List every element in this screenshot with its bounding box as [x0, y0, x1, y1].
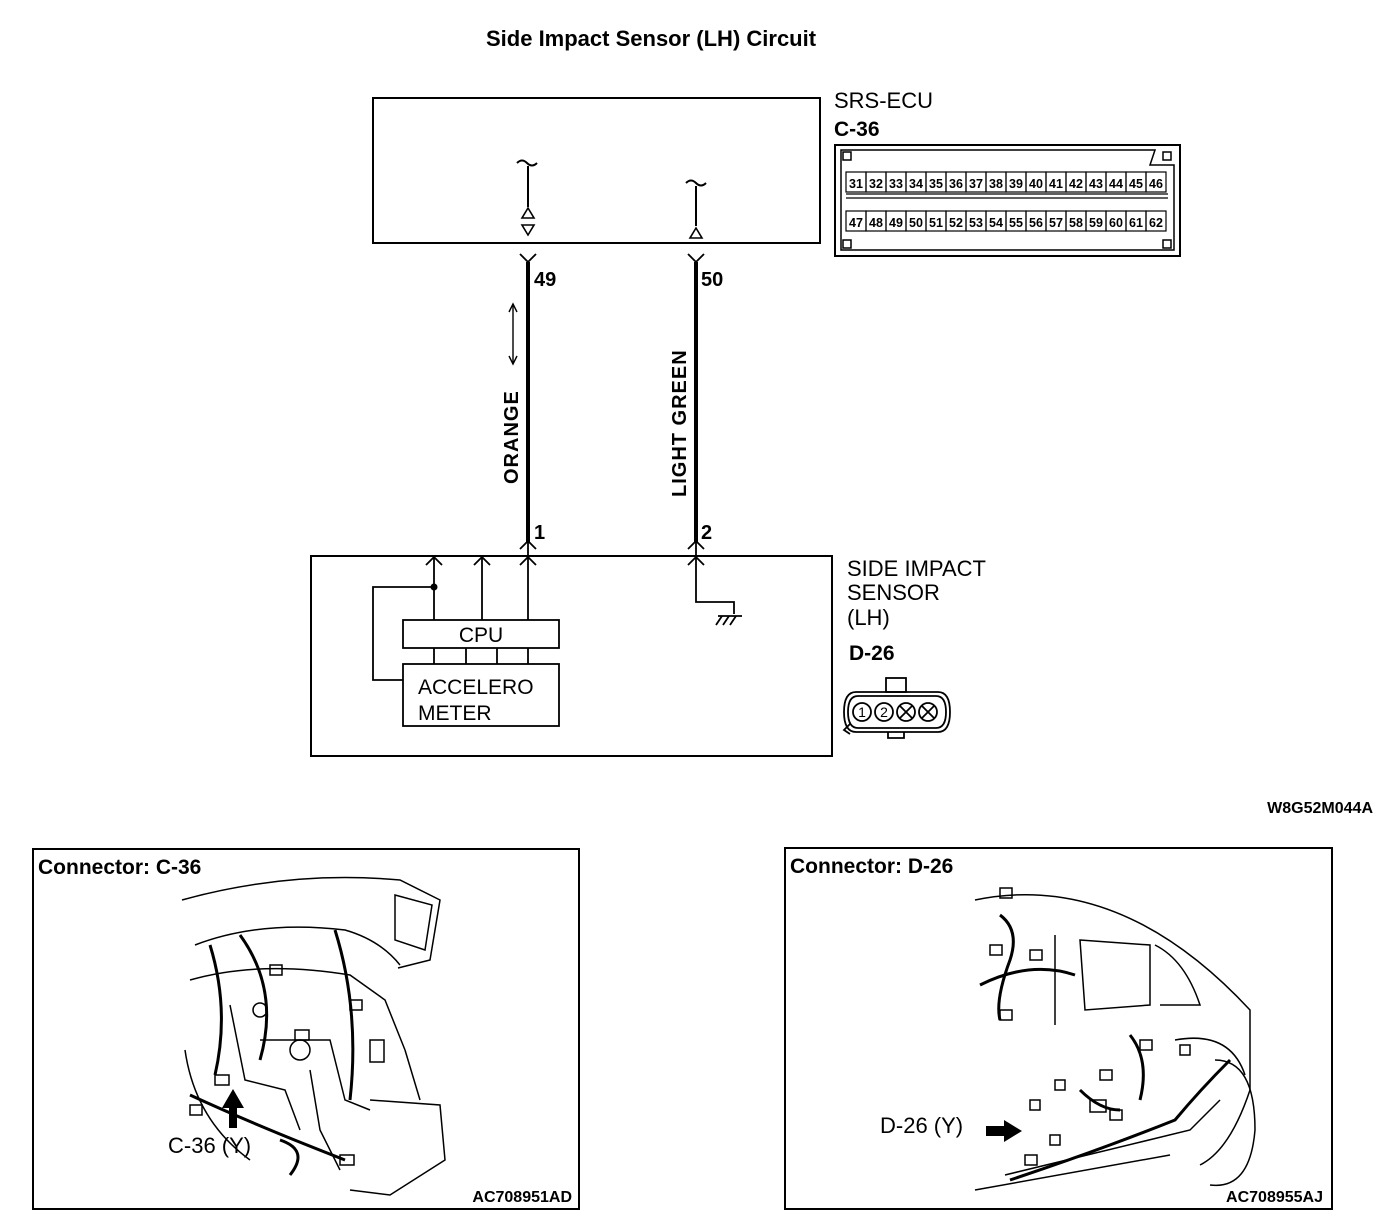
ecu-connector-row-2: 47 48 49 50 51 52 53 54 55 56 57 58 59 60 61 62	[845, 210, 1167, 232]
sensor-name-line-3: (LH)	[847, 605, 890, 630]
inset-d26-ref: AC708955AJ	[1226, 1189, 1323, 1206]
connector-d26-inset	[784, 847, 1333, 1210]
accelerometer-label-line-1: ACCELERO	[418, 676, 534, 699]
ecu-connector-face: 31 32 33 34 35 36 37 38 39 40 41 42 43 44 45 46 47 48 49 5…	[834, 144, 1181, 257]
ecu-pin-number: 44	[1109, 177, 1123, 191]
sensor-connector-code: D-26	[849, 642, 895, 665]
ecu-pin-cell	[1145, 210, 1167, 232]
sensor-internal-wiring	[372, 555, 742, 681]
dashboard-harness-drawing	[181, 876, 446, 1196]
ecu-pin-number: 48	[869, 216, 883, 230]
sensor-pin-2-label: 2	[701, 522, 712, 544]
inset-d26-title: Connector: D-26	[790, 855, 953, 878]
ecu-pin-number: 60	[1109, 216, 1123, 230]
side-impact-sensor-box	[310, 555, 833, 757]
ecu-pin-number: 41	[1049, 177, 1063, 191]
ecu-pin-number: 34	[909, 177, 923, 191]
ecu-connector-row-1: 31 32 33 34 35 36 37 38 39 40 41 42 43 44 45 46	[845, 171, 1167, 193]
accelerometer-label-line-2: METER	[418, 702, 492, 725]
ecu-pin-number: 46	[1149, 177, 1163, 191]
wire-orange	[519, 253, 537, 556]
diagram-code: W8G52M044A	[1267, 800, 1373, 817]
ecu-pin-cell	[1145, 171, 1167, 193]
ecu-pin-number: 55	[1009, 216, 1023, 230]
rear-door-harness-drawing	[974, 887, 1256, 1191]
inset-d26-callout: D-26 (Y)	[880, 1113, 963, 1138]
ecu-pin-number: 42	[1069, 177, 1083, 191]
sensor-pin-1-label: 1	[534, 522, 545, 544]
ecu-pin49-internal-symbol	[516, 159, 538, 237]
diagram-title: Side Impact Sensor (LH) Circuit	[486, 26, 817, 51]
sensor-name-line-1: SIDE IMPACT	[847, 556, 986, 581]
ecu-pin-number: 58	[1069, 216, 1083, 230]
junction-dot	[430, 583, 438, 591]
c36-location-arrow-icon	[222, 1089, 244, 1128]
ecu-pin-number: 47	[849, 216, 863, 230]
ecu-pin-number: 50	[909, 216, 923, 230]
signal-direction-arrow	[508, 302, 518, 366]
ecu-pin-number: 59	[1089, 216, 1103, 230]
ecu-pin-number: 37	[969, 177, 983, 191]
ecu-pin-number: 52	[949, 216, 963, 230]
ecu-pin-49-label: 49	[534, 269, 556, 291]
wire-orange-label: ORANGE	[501, 390, 523, 484]
ecu-pin-number: 43	[1089, 177, 1103, 191]
ecu-pin-number: 39	[1009, 177, 1023, 191]
ecu-pin-number: 38	[989, 177, 1003, 191]
ecu-pin-number: 51	[929, 216, 943, 230]
ecu-pin-number: 45	[1129, 177, 1143, 191]
ecu-pin-number: 61	[1129, 216, 1143, 230]
ecu-pin-number: 56	[1029, 216, 1043, 230]
sensor-connector-pin-1: 1	[858, 704, 866, 720]
inset-c36-callout: C-36 (Y)	[168, 1133, 251, 1158]
ecu-pin-number: 57	[1049, 216, 1063, 230]
ecu-pin-number: 33	[889, 177, 903, 191]
wire-light-green-label: LIGHT GREEN	[669, 349, 691, 497]
cpu-label: CPU	[459, 624, 503, 647]
inset-c36-title: Connector: C-36	[38, 856, 201, 879]
inset-c36-ref: AC708951AD	[472, 1189, 572, 1206]
ecu-pin-number: 31	[849, 177, 863, 191]
cpu-block	[402, 619, 560, 649]
ecu-pin-number: 35	[929, 177, 943, 191]
ecu-pin-number: 32	[869, 177, 883, 191]
wire-light-green	[687, 253, 705, 556]
ecu-pin-number: 36	[949, 177, 963, 191]
ecu-pin-number: 54	[989, 216, 1003, 230]
accelerometer-block	[402, 663, 560, 727]
sensor-connector-face	[842, 677, 951, 739]
ecu-pin-number: 49	[889, 216, 903, 230]
ecu-connector-code: C-36	[834, 118, 880, 141]
srs-ecu-box	[372, 97, 821, 244]
ecu-pin-number: 62	[1149, 216, 1163, 230]
d26-location-arrow-icon	[986, 1120, 1022, 1142]
connector-c36-inset	[32, 848, 580, 1210]
ecu-pin-50-label: 50	[701, 269, 723, 291]
ecu-pin50-internal-symbol	[685, 179, 707, 239]
sensor-connector-pin-2: 2	[880, 704, 888, 720]
ecu-pin-number: 40	[1029, 177, 1043, 191]
sensor-name-line-2: SENSOR	[847, 580, 940, 605]
ecu-pin-number: 53	[969, 216, 983, 230]
srs-ecu-label: SRS-ECU	[834, 88, 933, 113]
